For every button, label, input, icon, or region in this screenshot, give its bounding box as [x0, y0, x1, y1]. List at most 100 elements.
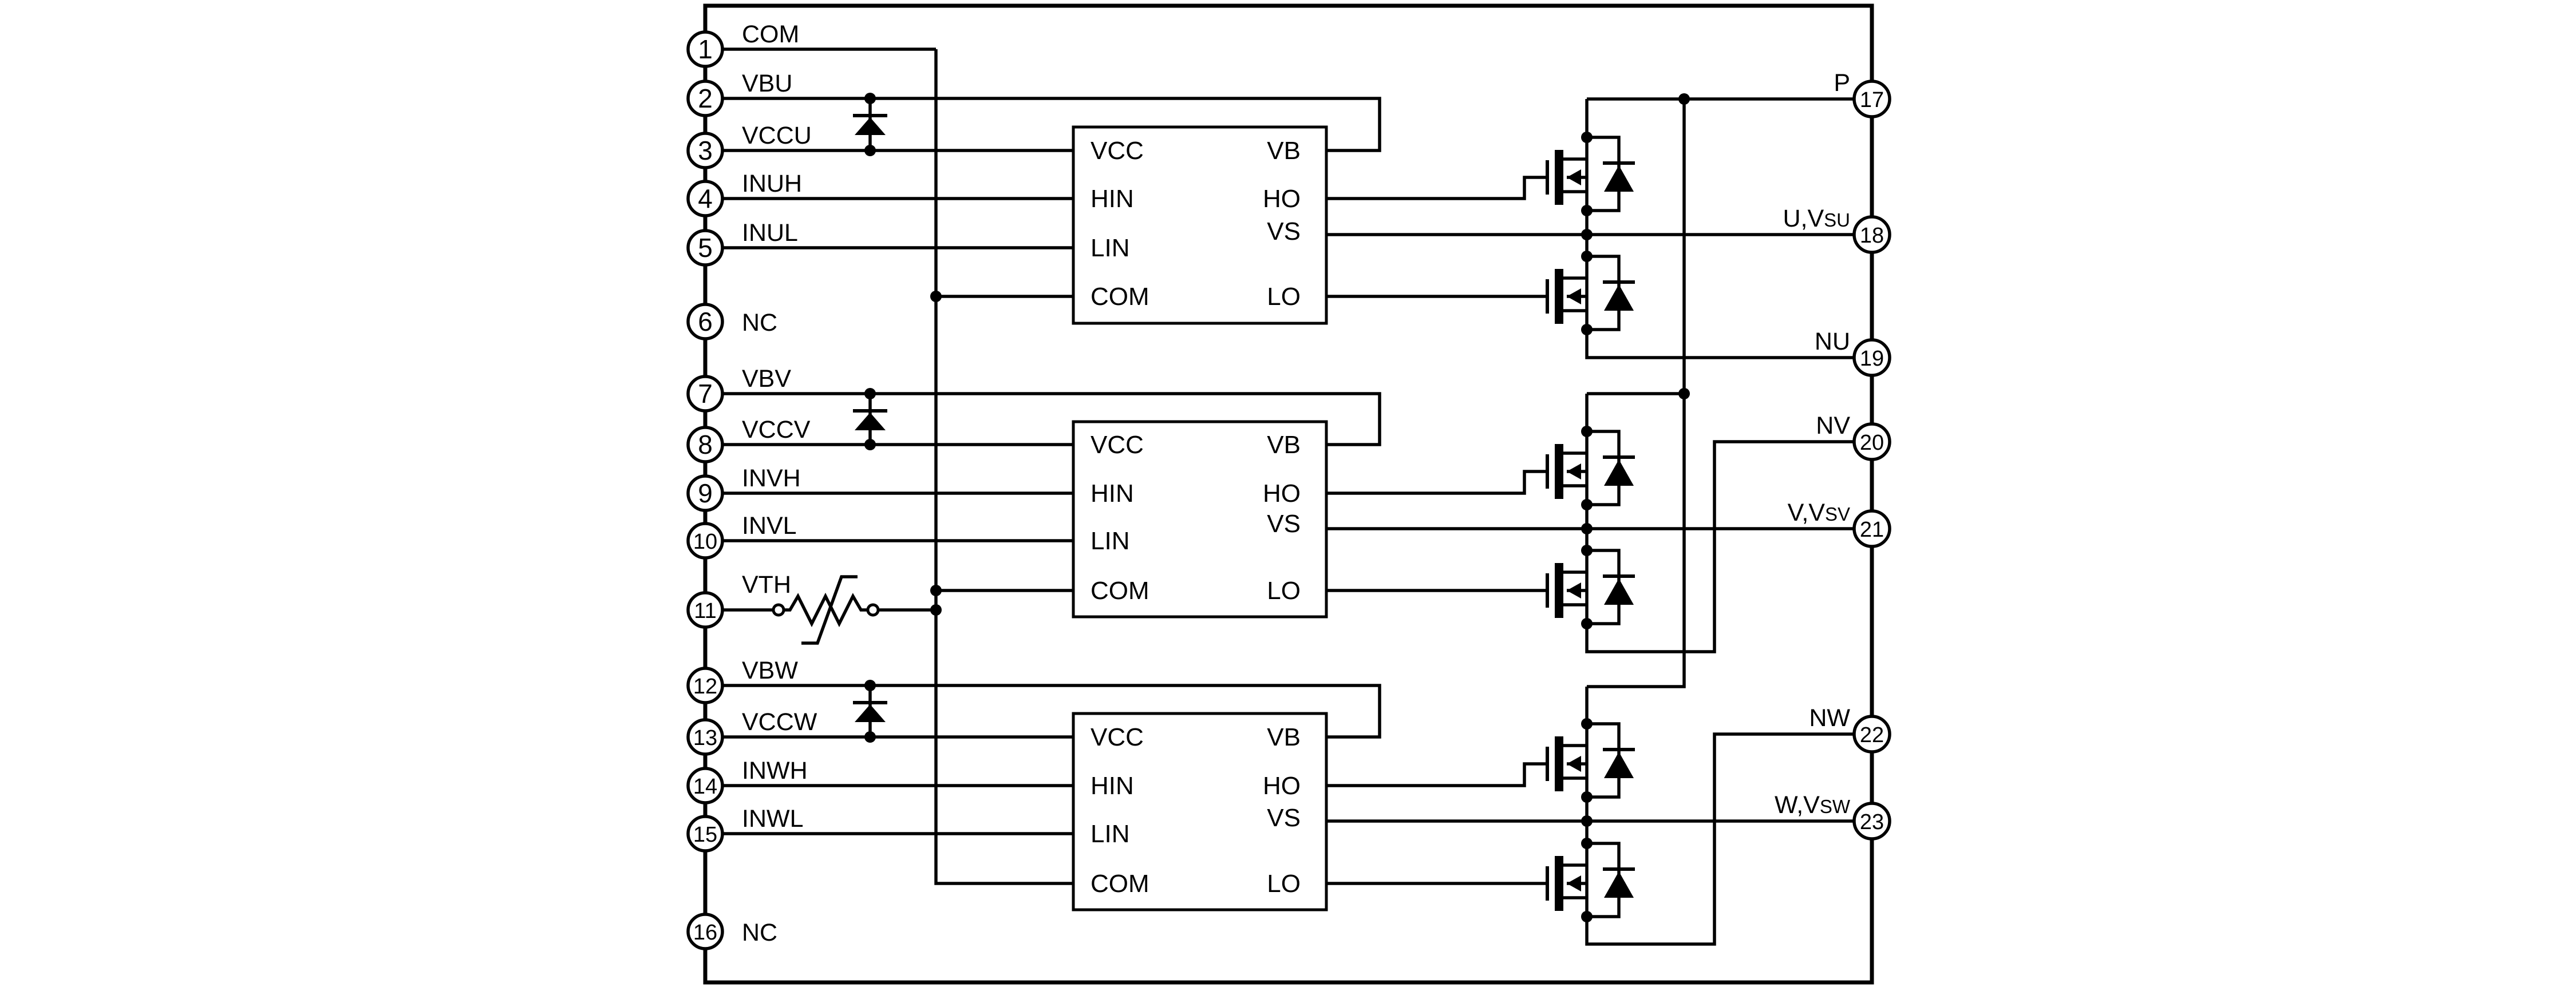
p-rail	[1587, 97, 1854, 688]
ic-pin-label: HO	[1263, 772, 1301, 800]
ic-pin-label: VS	[1267, 217, 1301, 245]
pin-label-vccu: VCCU	[742, 122, 812, 149]
mosfet-v-high-icon	[1546, 426, 1635, 510]
lo-gate-wires	[1326, 295, 1546, 885]
ic-pin-label: COM	[1091, 283, 1149, 311]
svg-text:21: 21	[1860, 518, 1884, 542]
junction-dot	[930, 604, 942, 616]
com-bus	[934, 49, 1073, 885]
junction-dot	[930, 585, 942, 596]
pin-label-com: COM	[742, 21, 799, 48]
pin-label-v-vsv: V,VSV	[1788, 499, 1850, 526]
pin-22: 22	[1852, 715, 1891, 754]
svg-text:15: 15	[693, 823, 717, 847]
ic-pin-label: HIN	[1091, 479, 1134, 508]
svg-text:8: 8	[698, 430, 713, 459]
svg-text:3: 3	[698, 136, 713, 165]
pin-label-vccw: VCCW	[742, 708, 817, 736]
ic-pin-label: VS	[1267, 804, 1301, 832]
pin-label-nw: NW	[1809, 704, 1850, 732]
pin-16: 16	[686, 913, 724, 950]
pin-label-nu: NU	[1815, 328, 1850, 355]
pin-label-vbv: VBV	[742, 365, 791, 393]
junction-dot	[930, 291, 942, 302]
pin-12: 12	[686, 667, 724, 704]
svg-text:18: 18	[1860, 224, 1884, 248]
svg-text:7: 7	[698, 379, 713, 409]
pin-21: 21	[1852, 509, 1891, 548]
mosfet-v-low-icon	[1546, 545, 1635, 629]
ic-pin-label: LO	[1267, 283, 1301, 311]
pin-7: 7	[686, 375, 724, 413]
driver-ic-w: VCC HIN LIN COM VB HO VS LO	[1072, 712, 1328, 911]
svg-text:20: 20	[1860, 431, 1884, 455]
pin-label-inul: INUL	[742, 219, 798, 247]
mosfet-u-low-icon	[1546, 251, 1635, 335]
ic-pin-label: VCC	[1091, 723, 1144, 751]
pin-5: 5	[686, 229, 724, 267]
junction-dot	[1678, 93, 1690, 105]
ic-pin-label: HO	[1263, 479, 1301, 508]
svg-text:2: 2	[698, 84, 713, 113]
svg-text:4: 4	[698, 184, 713, 213]
svg-text:5: 5	[698, 233, 713, 263]
driver-ic-v: VCC HIN LIN COM VB HO VS LO	[1072, 420, 1328, 619]
pin-label-vth: VTH	[742, 571, 791, 598]
svg-text:9: 9	[698, 478, 713, 508]
pin-23: 23	[1852, 802, 1891, 841]
pin-19: 19	[1852, 338, 1891, 377]
ic-pin-label: VCC	[1091, 137, 1144, 165]
junction-dot	[1581, 523, 1593, 534]
pin-18: 18	[1852, 215, 1891, 254]
bootstrap-diode-v-icon	[853, 388, 887, 450]
junction-dot	[1678, 388, 1690, 399]
pin-label-invh: INVH	[742, 465, 801, 492]
svg-text:23: 23	[1860, 810, 1884, 834]
pin-label-inwl: INWL	[742, 805, 804, 833]
pin-9: 9	[686, 474, 724, 512]
ic-pin-label: VB	[1267, 431, 1301, 459]
pin-14: 14	[686, 767, 724, 804]
svg-text:17: 17	[1860, 88, 1884, 112]
mosfet-w-high-icon	[1546, 718, 1635, 803]
ic-pin-label: LO	[1267, 870, 1301, 898]
bootstrap-diode-u-icon	[853, 93, 887, 156]
driver-ic-u: VCC HIN LIN COM VB HO VS LO	[1072, 125, 1328, 325]
mosfet-w-low-icon	[1546, 838, 1635, 922]
pin-label-vccv: VCCV	[742, 416, 811, 443]
pin-4: 4	[686, 180, 724, 217]
svg-text:1: 1	[698, 34, 713, 64]
ic-pin-label: HIN	[1091, 772, 1134, 800]
svg-text:12: 12	[693, 675, 717, 699]
svg-text:10: 10	[693, 530, 717, 554]
pin-11: 11	[686, 591, 724, 629]
pin-label-inuh: INUH	[742, 170, 802, 197]
pin-10: 10	[686, 522, 724, 560]
pin-label-invl: INVL	[742, 512, 797, 540]
pin-label-w-vsw: W,VSW	[1775, 791, 1851, 819]
pin-1: 1	[686, 30, 724, 68]
thermistor-icon	[722, 575, 936, 645]
svg-text:11: 11	[694, 599, 716, 623]
vb-bootstrap-wires	[722, 97, 1381, 739]
pin-17: 17	[1852, 80, 1891, 118]
body-diode-icon	[1604, 871, 1634, 898]
svg-text:19: 19	[1860, 347, 1884, 371]
ic-pin-label: LIN	[1091, 527, 1129, 555]
ic-pin-label: VB	[1267, 137, 1301, 165]
svg-text:14: 14	[693, 775, 717, 799]
body-diode-icon	[1604, 459, 1634, 486]
pin-8: 8	[686, 426, 724, 463]
body-diode-icon	[1604, 284, 1634, 311]
pin-3: 3	[686, 132, 724, 169]
bootstrap-diode-w-icon	[853, 680, 887, 743]
ic-pin-label: VCC	[1091, 431, 1144, 459]
body-diode-icon	[1604, 578, 1634, 605]
svg-text:13: 13	[693, 726, 717, 750]
svg-text:6: 6	[698, 307, 713, 336]
junction-dot	[1581, 815, 1593, 827]
ic-pin-label: HIN	[1091, 185, 1134, 213]
ic-pin-label: LIN	[1091, 234, 1129, 262]
pin-label-vbw: VBW	[742, 657, 798, 684]
